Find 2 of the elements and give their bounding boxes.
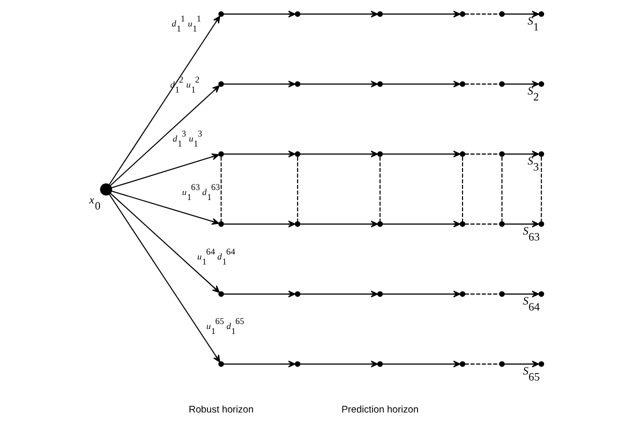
label: Prediction horizon xyxy=(340,404,418,416)
label: Robust horizon xyxy=(188,404,254,416)
